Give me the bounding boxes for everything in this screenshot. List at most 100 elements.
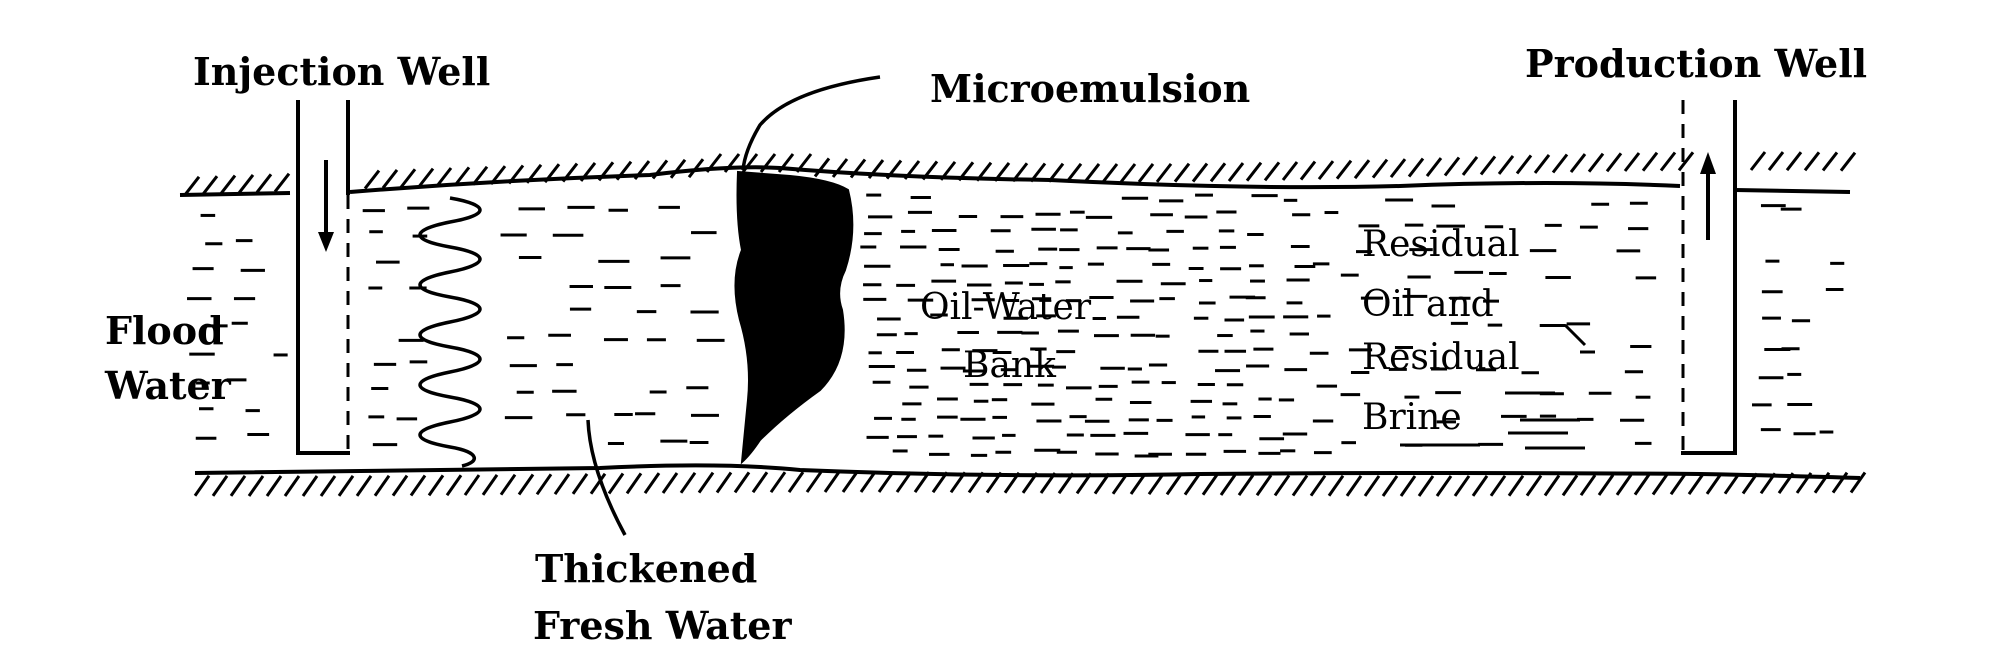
- flood-water-label-line2: Water: [105, 363, 231, 408]
- hatch-tick: [841, 471, 859, 493]
- hatch-tick: [1173, 162, 1191, 183]
- hatch-tick: [1659, 151, 1677, 172]
- hatch-tick: [787, 471, 805, 493]
- hatch-tick: [625, 472, 643, 495]
- hatch-tick: [1749, 151, 1767, 171]
- microemulsion-leader: [741, 75, 881, 171]
- hatch-tick: [1245, 161, 1263, 182]
- hatch-tick: [481, 474, 499, 496]
- residual-marks: [1400, 323, 1595, 450]
- hatch-tick: [697, 471, 715, 494]
- hatch-tick: [669, 158, 687, 179]
- hatch-tick: [1839, 151, 1857, 172]
- hatch-tick: [1147, 473, 1165, 496]
- hatch-tick: [1407, 157, 1425, 178]
- hatch-tick: [571, 473, 589, 495]
- thickened-water-leader: [586, 419, 627, 536]
- hatch-tick: [1317, 160, 1335, 181]
- hatch-tick: [1497, 155, 1515, 175]
- injection-flow-arrow: [318, 160, 334, 252]
- hatch-tick: [1489, 474, 1507, 497]
- hatch-tick: [1381, 475, 1399, 497]
- hatch-tick: [1263, 161, 1281, 182]
- thickened-water-front: [418, 196, 482, 468]
- reservoir-bottom-boundary: [194, 463, 1861, 480]
- hatch-tick: [859, 471, 877, 493]
- hatch-tick: [679, 471, 697, 494]
- oil-water-bank-label-line2: Bank: [963, 345, 1056, 386]
- hatch-tick: [435, 167, 453, 187]
- hatch-tick: [1641, 151, 1659, 172]
- hatch-tick: [1227, 162, 1245, 182]
- hatch-tick: [301, 475, 319, 497]
- hatch-tick: [355, 474, 373, 497]
- hatch-tick: [1579, 474, 1597, 497]
- fluid-dashes: [187, 193, 1845, 458]
- hatch-tick: [1237, 474, 1255, 496]
- hatch-tick: [813, 157, 831, 178]
- hatch-tick: [193, 474, 211, 497]
- hatch-tick: [445, 474, 463, 497]
- hatch-tick: [1129, 473, 1147, 495]
- hatch-tick: [1803, 151, 1821, 172]
- hatch-tick: [1821, 151, 1839, 172]
- hatch-tick: [1507, 474, 1525, 497]
- hatch-tick: [1561, 474, 1579, 497]
- hatch-tick: [1165, 473, 1183, 496]
- hatch-tick: [337, 475, 355, 497]
- hatch-tick: [1677, 151, 1695, 172]
- hatch-tick: [1453, 475, 1471, 497]
- hatch-tick: [1363, 475, 1381, 497]
- residual-label-line4: Brine: [1362, 397, 1462, 438]
- flood-water-label-line1: Flood: [105, 308, 224, 353]
- hatch-tick: [1623, 152, 1641, 172]
- hatch-tick: [283, 475, 301, 497]
- hatch-tick: [1399, 475, 1417, 497]
- hatch-tick: [363, 169, 381, 190]
- hatch-tick: [1101, 163, 1119, 183]
- hatch-tick: [1849, 471, 1867, 494]
- hatch-tick: [1255, 474, 1273, 497]
- hatch-tick: [417, 167, 435, 188]
- hatch-tick: [1111, 472, 1129, 495]
- hatch-tick: [733, 471, 751, 494]
- microemulsion-slug: [734, 170, 854, 465]
- hatch-tick: [751, 471, 769, 494]
- hatch-tick: [1533, 154, 1551, 174]
- hatch-tick: [427, 474, 445, 497]
- hatch-tick: [877, 471, 895, 493]
- hatch-tick: [1119, 163, 1137, 183]
- hatch-tick: [1201, 473, 1219, 496]
- hatch-tick: [661, 472, 679, 494]
- hatch-tick: [1425, 157, 1443, 177]
- residual-label-line1: Residual: [1362, 224, 1520, 265]
- hatch-tick: [1299, 160, 1317, 181]
- hatch-tick: [1345, 475, 1363, 497]
- hatch-tick: [201, 175, 219, 196]
- hatch-tick: [273, 172, 291, 193]
- hatch-tick: [1291, 474, 1309, 497]
- hatch-tick: [247, 475, 265, 497]
- hatch-tick: [391, 474, 409, 497]
- oil-water-bank-label-line1: Oil-Water: [920, 287, 1092, 328]
- thickened-water-label-line2: Fresh Water: [533, 603, 792, 648]
- hatch-tick: [823, 471, 841, 493]
- hatch-tick: [265, 475, 283, 497]
- hatch-tick: [1083, 163, 1101, 183]
- hatch-tick: [211, 474, 229, 497]
- microemulsion-label: Microemulsion: [930, 66, 1251, 111]
- hatch-tick: [805, 471, 823, 493]
- hatch-tick: [1273, 474, 1291, 497]
- hatch-tick: [1767, 151, 1785, 171]
- hatch-tick: [219, 174, 237, 195]
- hatch-tick: [1191, 162, 1209, 183]
- hatch-tick: [183, 175, 201, 196]
- hatch-tick: [715, 471, 733, 494]
- hatch-tick: [1471, 475, 1489, 497]
- hatch-tick: [1569, 153, 1587, 173]
- hatch-tick: [535, 473, 553, 496]
- hatch-tick: [1443, 156, 1461, 177]
- hatch-tick: [1155, 162, 1173, 183]
- hatch-tick: [517, 473, 535, 496]
- hatch-tick: [1515, 154, 1533, 175]
